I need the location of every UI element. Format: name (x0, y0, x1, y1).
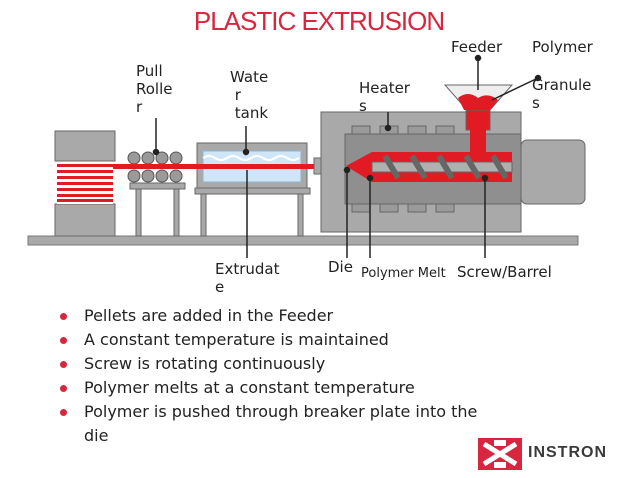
drive-motor (520, 139, 586, 205)
screw-flights (382, 154, 509, 180)
label-pull-roller: Pull Rolle r (136, 62, 173, 116)
label-feeder: Feeder (451, 38, 503, 56)
bullet-item: Screw is rotating continuously (58, 352, 478, 376)
heater-bands (351, 125, 455, 213)
label-die: Die (328, 258, 353, 276)
base-rail (27, 235, 579, 246)
haul-off-box-top (54, 130, 116, 162)
haul-off-coil (57, 162, 113, 204)
granules-in-hopper (458, 94, 498, 110)
bullet-list: Pellets are added in the Feeder A consta… (58, 304, 478, 448)
label-screw-barrel: Screw/Barrel (457, 263, 552, 281)
bullet-item: Polymer is pushed through breaker plate … (58, 400, 478, 448)
label-water-tank: Wate r tank (230, 68, 269, 122)
haul-off-box-bottom (54, 203, 116, 237)
label-heaters: Heater s (359, 79, 410, 115)
label-polymer-melt: Polymer Melt (361, 266, 446, 281)
roller-table (129, 182, 186, 190)
logo-wordmark: INSTRON (528, 444, 607, 461)
label-extrudate: Extrudat e (215, 260, 280, 296)
bullet-item: Pellets are added in the Feeder (58, 304, 478, 328)
water-tank-table (194, 187, 311, 195)
label-pointers (152, 54, 542, 258)
instron-logo-icon (478, 438, 522, 470)
bullet-item: Polymer melts at a constant temperature (58, 376, 478, 400)
page-title: PLASTIC EXTRUSION (193, 6, 445, 36)
bullet-item: A constant temperature is maintained (58, 328, 478, 352)
label-polymer: Polymer (532, 38, 593, 56)
pull-rollers (127, 151, 183, 183)
label-granules: Granule s (532, 76, 592, 112)
extrudate-line (113, 164, 348, 169)
